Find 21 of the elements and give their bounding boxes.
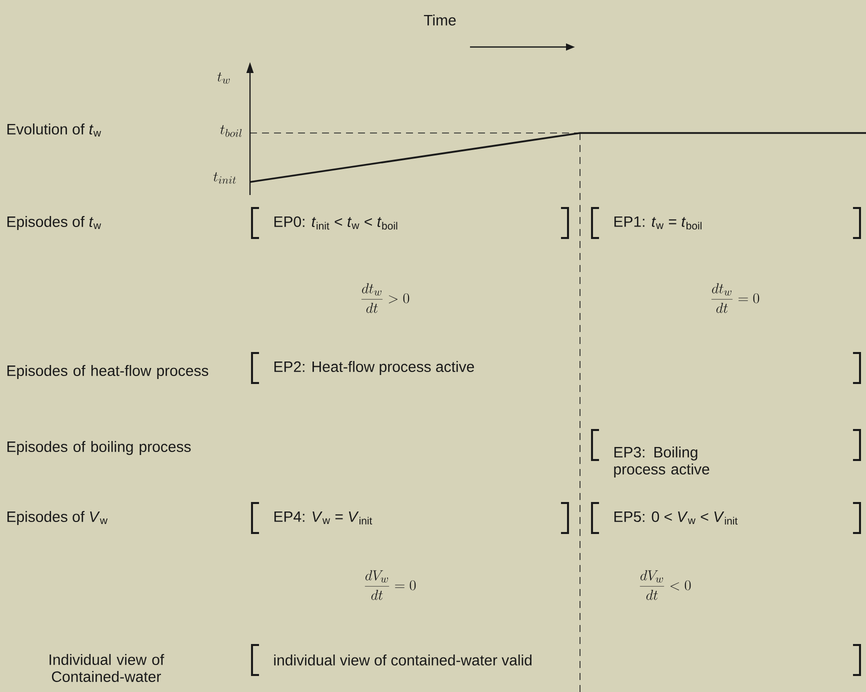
episode-text: EP0: t$_{init}$ < t$_{w}$ < t$_{boil}$ — [274, 216, 398, 230]
row-label: Episodes of boiling process — [7, 441, 191, 455]
derivative-formula: $\frac{dV_w}{dt} = 0$ — [364, 570, 416, 600]
derivative-formula: $\frac{dt_w}{dt} > 0$ — [361, 283, 410, 313]
episode-text: EP4: V$_{w}$ = V$_{init}$ — [274, 511, 372, 525]
row-label: Episodes of t$_{w}$ — [7, 216, 102, 230]
row-label: Individual view of Contained-water — [50, 654, 164, 682]
row-label: Episodes of V$_{w}$ — [7, 511, 108, 525]
derivative-formula: $\frac{dV_w}{dt} < 0$ — [640, 570, 691, 600]
axis-label: $t_{init}$ — [213, 172, 236, 184]
row-label: Episodes of heat-flow process — [7, 365, 208, 379]
axis-label: $t_w$ — [217, 72, 230, 84]
episode-text: EP2: Heat-flow process active — [274, 361, 474, 375]
derivative-formula: $\frac{dt_w}{dt} = 0$ — [711, 283, 760, 313]
episode-text: EP5: 0 < V$_{w}$ < V$_{init}$ — [614, 511, 738, 525]
episode-text: EP1: t$_{w}$ = t$_{boil}$ — [614, 216, 702, 230]
episode-text: individual view of contained-water valid — [274, 654, 532, 666]
row-label: Evolution of t$_{w}$ — [7, 123, 102, 136]
episode-text: EP3: Boiling process active — [614, 446, 710, 478]
axis-label: $t_{boil}$ — [220, 125, 242, 137]
axis-title: Time — [424, 14, 456, 26]
